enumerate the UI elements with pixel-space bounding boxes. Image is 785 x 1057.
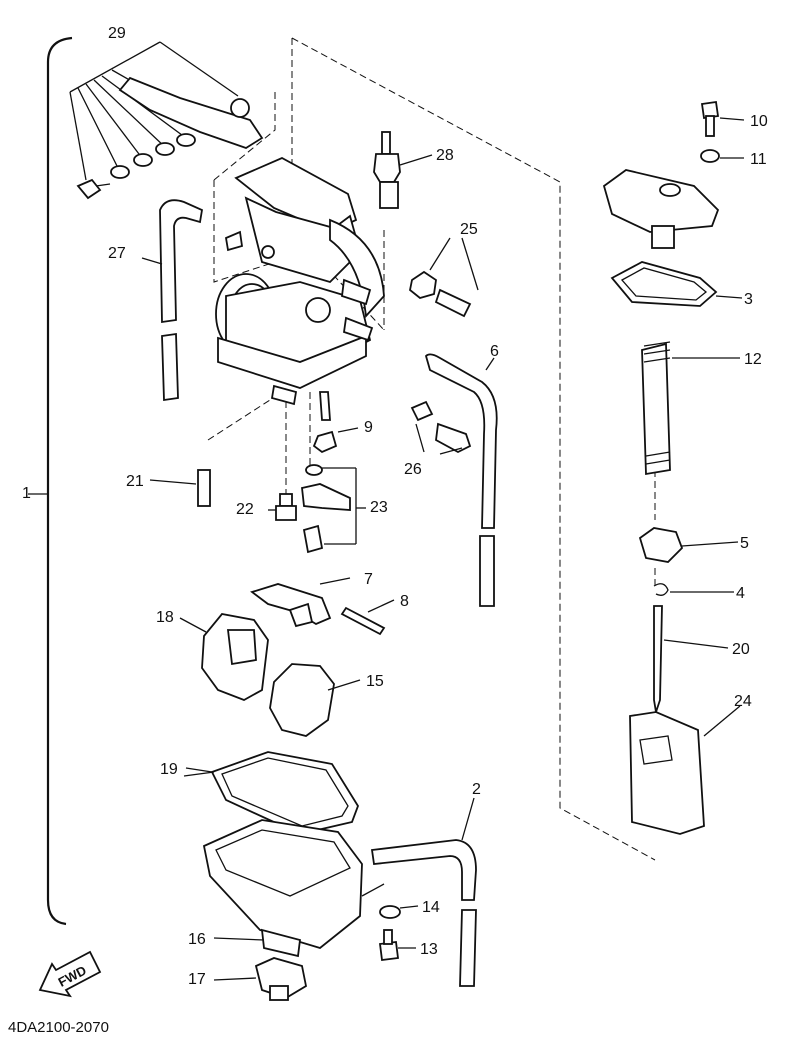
fwd-arrow: FWD xyxy=(38,950,102,998)
part-16-jet-holder xyxy=(213,937,265,941)
part-27-hose xyxy=(159,199,204,402)
part-6-hose xyxy=(424,353,498,607)
callout-25: 25 xyxy=(460,221,478,238)
part-25-screw-set xyxy=(409,237,479,318)
callout-22: 22 xyxy=(236,501,254,518)
callout-13: 13 xyxy=(420,941,438,958)
callout-19: 19 xyxy=(160,761,178,778)
callout-9: 9 xyxy=(364,419,373,436)
callout-26: 26 xyxy=(404,461,422,478)
part-14-washer xyxy=(379,905,419,919)
callout-8: 8 xyxy=(400,593,409,610)
callout-24: 24 xyxy=(734,693,752,710)
part-3-gasket xyxy=(610,261,743,307)
part-7-float-arm xyxy=(250,577,351,628)
part-22-pilot-jet xyxy=(268,493,297,521)
callout-labels: 1 2 3 4 5 6 7 8 9 10 11 12 13 14 15 16 1… xyxy=(22,25,768,988)
part-4-clip xyxy=(653,583,734,596)
callout-5: 5 xyxy=(740,535,749,552)
callout-17: 17 xyxy=(188,971,206,988)
part-21-needle-jet xyxy=(149,469,211,507)
callout-23: 23 xyxy=(370,499,388,516)
part-9-jet xyxy=(312,427,359,454)
part-24-throttle-valve xyxy=(629,705,741,835)
part-13-screw xyxy=(378,929,416,962)
part-top-cover xyxy=(602,169,720,249)
part-float-bowl xyxy=(202,819,385,958)
callout-18: 18 xyxy=(156,609,174,626)
leader-lines xyxy=(141,257,215,777)
part-12-spring xyxy=(641,341,740,476)
callout-4: 4 xyxy=(736,585,745,602)
callout-14: 14 xyxy=(422,899,440,916)
callout-16: 16 xyxy=(188,931,206,948)
part-17-drain-plug xyxy=(213,957,308,1001)
part-19-gasket xyxy=(185,751,359,835)
part-10-screw xyxy=(700,100,745,137)
part-2-hose xyxy=(370,797,477,987)
callout-3: 3 xyxy=(744,291,753,308)
callout-2: 2 xyxy=(472,781,481,798)
callout-20: 20 xyxy=(732,641,750,658)
diagram-code: 4DA2100-2070 xyxy=(8,1019,109,1036)
callout-6: 6 xyxy=(490,343,499,360)
part-18-float xyxy=(179,613,269,701)
part-5-cap xyxy=(638,527,739,563)
part-15-float xyxy=(269,663,361,737)
part-20-needle xyxy=(653,605,729,713)
callout-12: 12 xyxy=(744,351,762,368)
part-29-bracket-set xyxy=(69,41,264,200)
carburetor-body xyxy=(215,156,385,421)
part-28-fitting xyxy=(373,131,433,209)
callout-27: 27 xyxy=(108,245,126,262)
assembly-bracket xyxy=(28,36,73,926)
part-8-float-pin xyxy=(340,599,395,636)
callout-15: 15 xyxy=(366,673,384,690)
callout-28: 28 xyxy=(436,147,454,164)
part-26-screw-set xyxy=(410,400,472,455)
part-11-washer xyxy=(700,149,744,163)
callout-7: 7 xyxy=(364,571,373,588)
callout-10: 10 xyxy=(750,113,768,130)
callout-21: 21 xyxy=(126,473,144,490)
callout-29: 29 xyxy=(108,25,126,42)
callout-1: 1 xyxy=(22,485,31,502)
part-23-float-valve xyxy=(301,464,366,554)
callout-11: 11 xyxy=(750,151,767,168)
